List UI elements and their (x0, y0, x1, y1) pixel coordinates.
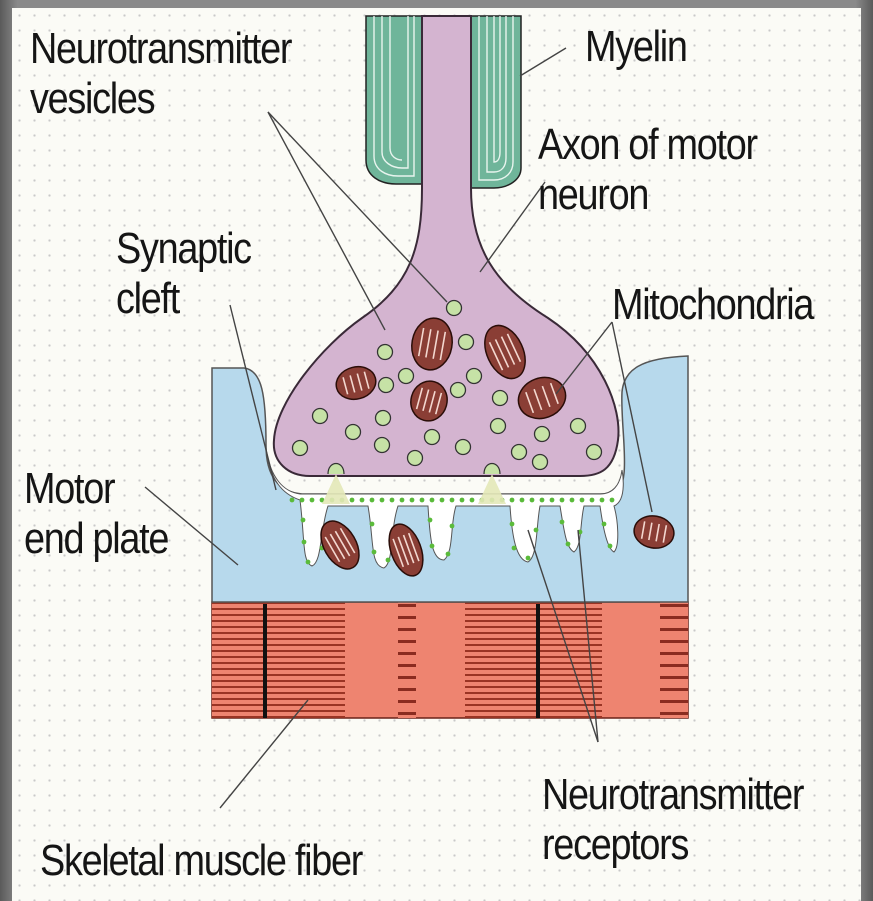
receptor-dot (550, 498, 555, 503)
receptor-dot (600, 498, 605, 503)
receptor-dot (420, 498, 425, 503)
vesicle (493, 391, 508, 406)
vesicle (491, 419, 506, 434)
receptor-dot (560, 520, 565, 525)
receptor-dot (410, 498, 415, 503)
receptor-dot (540, 498, 545, 503)
vesicle (379, 378, 394, 393)
receptor-dot (290, 498, 295, 503)
vesicle (512, 445, 527, 460)
receptor-dot (386, 558, 391, 563)
receptor-dot (450, 498, 455, 503)
receptor-dot (302, 540, 307, 545)
vesicle (447, 301, 462, 316)
receptor-dot (566, 542, 571, 547)
label-axon-of-motor-neuron: Axon of motor neuron (538, 120, 757, 220)
vesicle (535, 427, 550, 442)
receptor-dot (360, 498, 365, 503)
vesicle (408, 451, 423, 466)
label-synaptic-cleft: Synaptic cleft (116, 224, 251, 324)
receptor-dot (510, 498, 515, 503)
receptor-dot (446, 552, 451, 557)
receptor-dot (608, 544, 613, 549)
receptor-dot (520, 498, 525, 503)
label-line: end plate (24, 514, 168, 564)
vesicle (571, 419, 586, 434)
receptor-dot (428, 518, 433, 523)
receptor-dot (390, 498, 395, 503)
label-line: Neurotransmitter (30, 24, 291, 74)
skeletal-muscle-fiber (212, 600, 690, 722)
label-line: receptors (542, 820, 803, 870)
receptor-dot (610, 498, 615, 503)
label-line: Axon of motor (538, 120, 757, 170)
receptor-dot (602, 522, 607, 527)
vesicle (533, 455, 548, 470)
receptor-dot (370, 498, 375, 503)
receptor-dot (400, 498, 405, 503)
vesicle (456, 440, 471, 455)
receptor-dot (440, 498, 445, 503)
receptor-dot (590, 498, 595, 503)
label-line: Motor (24, 464, 168, 514)
vesicle (313, 409, 328, 424)
receptor-dot (530, 498, 535, 503)
receptor-dot (310, 498, 315, 503)
vesicle (399, 369, 414, 384)
receptor-dot (430, 544, 435, 549)
label-skeletal-muscle-fiber: Skeletal muscle fiber (40, 836, 362, 886)
receptor-dot (430, 498, 435, 503)
label-line: cleft (116, 274, 251, 324)
label-mitochondria: Mitochondria (612, 280, 813, 330)
receptor-dot (534, 528, 539, 533)
label-line: Synaptic (116, 224, 251, 274)
receptor-dot (510, 522, 515, 527)
vesicle (376, 411, 391, 426)
vesicle (425, 430, 440, 445)
receptor-dot (512, 546, 517, 551)
receptor-dot (570, 498, 575, 503)
receptor-dot (560, 498, 565, 503)
receptor-dot (301, 518, 306, 523)
label-neurotransmitter-vesicles: Neurotransmitter vesicles (30, 24, 291, 124)
label-line: Neurotransmitter (542, 770, 803, 820)
label-neurotransmitter-receptors: Neurotransmitter receptors (542, 770, 803, 870)
receptor-dot (526, 556, 531, 561)
receptor-dot (306, 560, 311, 565)
vesicle (378, 345, 393, 360)
receptor-dot (380, 498, 385, 503)
vesicle (451, 383, 466, 398)
vesicle (375, 438, 390, 453)
receptor-dot (372, 550, 377, 555)
label-myelin: Myelin (585, 22, 687, 72)
receptor-dot (470, 498, 475, 503)
vesicle (459, 335, 474, 350)
vesicle (467, 369, 482, 384)
label-line: neuron (538, 170, 757, 220)
vesicle (346, 425, 361, 440)
receptor-dot (460, 498, 465, 503)
receptor-dot (370, 522, 375, 527)
receptor-dot (580, 498, 585, 503)
receptor-dot (300, 498, 305, 503)
diagram-canvas: Neurotransmitter vesicles Myelin Axon of… (12, 8, 861, 901)
receptor-dot (350, 498, 355, 503)
vesicle (587, 445, 602, 460)
label-motor-end-plate: Motor end plate (24, 464, 168, 564)
label-line: vesicles (30, 74, 291, 124)
vesicle (293, 441, 308, 456)
receptor-dot (450, 524, 455, 529)
